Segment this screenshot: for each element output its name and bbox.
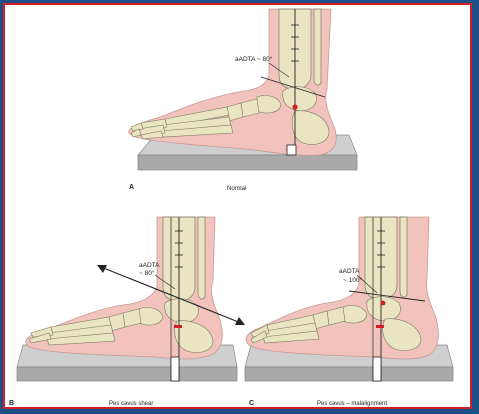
panel-b-arrowhead-left <box>97 265 107 273</box>
panel-b-arrowhead-right <box>235 317 245 325</box>
panel-c-letter: C <box>249 400 254 407</box>
panel-a-ground-box <box>286 144 297 156</box>
panel-b-letter: B <box>9 400 14 407</box>
panel-a-angle-leader <box>268 62 290 78</box>
panel-b-angle-label-line1: aADTA <box>139 262 160 269</box>
panel-c-platform-side <box>244 366 454 382</box>
panel-a-foot-bones <box>130 86 330 145</box>
panel-c-caption: Pes cavus – malalignment <box>317 401 387 407</box>
panel-c-fibula <box>399 216 408 298</box>
panel-a-axis-ticks <box>291 24 299 62</box>
panel-a-letter: A <box>129 184 134 191</box>
panel-b-platform-side <box>16 366 238 382</box>
panel-a-platform-side <box>137 154 358 171</box>
panel-c-angle-leader <box>356 274 378 294</box>
panel-c: aADTA ~ 100° C Pes cavus – malalignment <box>244 216 454 407</box>
panel-c-red-marker <box>376 325 384 328</box>
panel-b-red-marker <box>174 325 182 328</box>
panel-b-foot-bones <box>28 298 214 353</box>
panel-c-axis-ticks <box>377 230 385 268</box>
figure-svg: aADTA ~ 80° A Normal <box>9 8 454 407</box>
panel-c-angle-label-line2: ~ 100° <box>343 276 362 284</box>
panel-b-shear-arrow <box>100 266 242 324</box>
panel-c-talar-axis <box>348 290 426 302</box>
panel-a: aADTA ~ 80° A Normal <box>128 8 358 192</box>
panel-a-caption: Normal <box>227 186 246 192</box>
panel-b-axis-ticks <box>175 230 183 268</box>
panel-c-angle-label-line1: aADTA <box>339 268 360 275</box>
figure-frame: aADTA ~ 80° A Normal <box>3 3 472 409</box>
panel-a-talar-axis <box>260 76 326 98</box>
panel-b: aADTA ~ 80° B Pes cavus shear <box>9 216 245 407</box>
panel-b-angle-label-line2: ~ 80° <box>139 269 155 277</box>
panel-a-angle-label: aADTA ~ 80° <box>235 55 273 63</box>
panel-c-center-marker <box>380 300 386 306</box>
panel-a-center-marker <box>292 104 298 110</box>
panel-b-fibula <box>197 216 206 300</box>
panel-c-ground-box <box>372 356 382 382</box>
panel-a-fibula <box>313 8 322 86</box>
panel-b-angle-leader <box>154 274 176 290</box>
panel-c-foot-bones <box>250 296 422 351</box>
panel-b-caption: Pes cavus shear <box>109 401 153 407</box>
panel-b-ground-box <box>170 356 180 382</box>
